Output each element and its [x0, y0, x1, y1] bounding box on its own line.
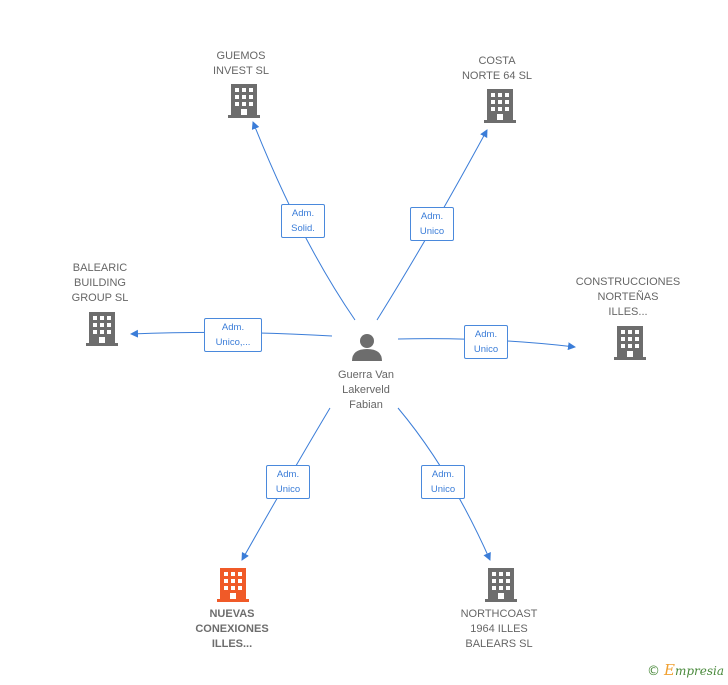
- role-label-construcciones: Adm. Unico: [464, 325, 508, 359]
- brand-initial: E: [663, 661, 675, 679]
- building-icon-costa: [484, 89, 516, 123]
- role-label-costa: Adm. Unico: [410, 207, 454, 241]
- building-icon-northcoast: [485, 568, 517, 602]
- role-label-northcoast: Adm. Unico: [421, 465, 465, 499]
- copyright-icon: ©: [646, 664, 660, 679]
- brand-name: mpresia: [674, 664, 724, 678]
- role-label-guemos: Adm. Solid.: [281, 204, 325, 238]
- company-label-construcciones[interactable]: CONSTRUCCIONES NORTEÑAS ILLES...: [575, 276, 681, 318]
- center-person-name[interactable]: Guerra Van Lakerveld Fabian: [337, 369, 395, 411]
- role-label-balearic: Adm. Unico,...: [204, 318, 262, 352]
- person-icon: [352, 334, 382, 361]
- building-icon-guemos: [228, 84, 260, 118]
- company-label-northcoast[interactable]: NORTHCOAST 1964 ILLES BALEARS SL: [460, 608, 538, 650]
- building-icon-construcciones: [614, 326, 646, 360]
- role-label-nuevas: Adm. Unico: [266, 465, 310, 499]
- building-icon-balearic: [86, 312, 118, 346]
- company-label-guemos[interactable]: GUEMOS INVEST SL: [212, 50, 270, 77]
- footer-brand: ©Empresia: [647, 661, 724, 679]
- building-icon-nuevas: [217, 568, 249, 602]
- company-label-balearic[interactable]: BALEARIC BUILDING GROUP SL: [71, 262, 129, 304]
- company-label-costa[interactable]: COSTA NORTE 64 SL: [461, 55, 533, 82]
- company-label-nuevas[interactable]: NUEVAS CONEXIONES ILLES...: [195, 608, 269, 650]
